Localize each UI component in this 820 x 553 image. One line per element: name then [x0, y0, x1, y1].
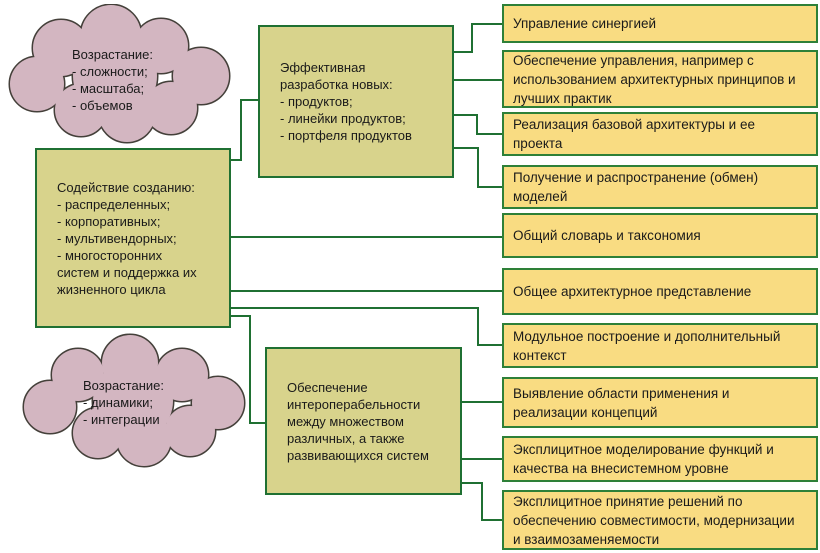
leaf-box-label: Управление синергией [513, 16, 657, 31]
leaf-box-common-vocabulary: Общий словарь и таксономия [502, 213, 818, 258]
leaf-box-label: Общий словарь и таксономия [513, 228, 701, 243]
cloud-icon [22, 333, 246, 468]
growth-cloud-top-label: Возрастание: - сложности; - масштаба; - … [72, 47, 153, 113]
mid-box-effective-development: Эффективная разработка новых: - продукто… [258, 25, 454, 178]
root-box-facilitate-creation: Содействие созданию: - распределенных; -… [35, 148, 231, 328]
leaf-box-label: Модульное построение и дополнительный ко… [513, 328, 781, 363]
leaf-box-label: Получение и распространение (обмен) моде… [513, 170, 759, 204]
growth-cloud-top: Возрастание: - сложности; - масштаба; - … [3, 3, 231, 147]
leaf-box-explicit-decisions: Эксплицитное принятие решений по обеспеч… [502, 490, 818, 550]
leaf-box-label: Реализация базовой архитектуры и ее прое… [513, 117, 755, 151]
leaf-box-explicit-modeling: Эксплицитное моделирование функций и кач… [502, 436, 818, 482]
leaf-box-label: Эксплицитное моделирование функций и кач… [513, 442, 774, 476]
growth-cloud-bottom-label: Возрастание: - динамики; - интеграции [83, 378, 164, 427]
leaf-box-label: Выявление области применения и реализаци… [513, 385, 730, 420]
leaf-box-common-architecture-view: Общее архитектурное представление [502, 268, 818, 315]
leaf-box-label: Эксплицитное принятие решений по обеспеч… [513, 493, 795, 547]
mid-box-label: Эффективная разработка новых: - продукто… [280, 60, 412, 143]
leaf-box-modular-construction: Модульное построение и дополнительный ко… [502, 323, 818, 368]
growth-cloud-bottom: Возрастание: - динамики; - интеграции [18, 333, 248, 473]
leaf-box-label: Обеспечение управления, например с испол… [513, 52, 796, 106]
cloud-icon [8, 3, 231, 144]
mid-box-label: Обеспечение интероперабельности между мн… [287, 379, 429, 463]
leaf-box-label: Общее архитектурное представление [513, 284, 752, 299]
leaf-box-scope-identification: Выявление области применения и реализаци… [502, 377, 818, 428]
root-box-label: Содействие созданию: - распределенных; -… [57, 179, 197, 297]
leaf-box-model-exchange: Получение и распространение (обмен) моде… [502, 165, 818, 209]
leaf-box-base-architecture: Реализация базовой архитектуры и ее прое… [502, 112, 818, 156]
leaf-box-synergy: Управление синергией [502, 4, 818, 43]
mid-box-interoperability: Обеспечение интероперабельности между мн… [265, 347, 462, 495]
leaf-box-governance: Обеспечение управления, например с испол… [502, 50, 818, 108]
